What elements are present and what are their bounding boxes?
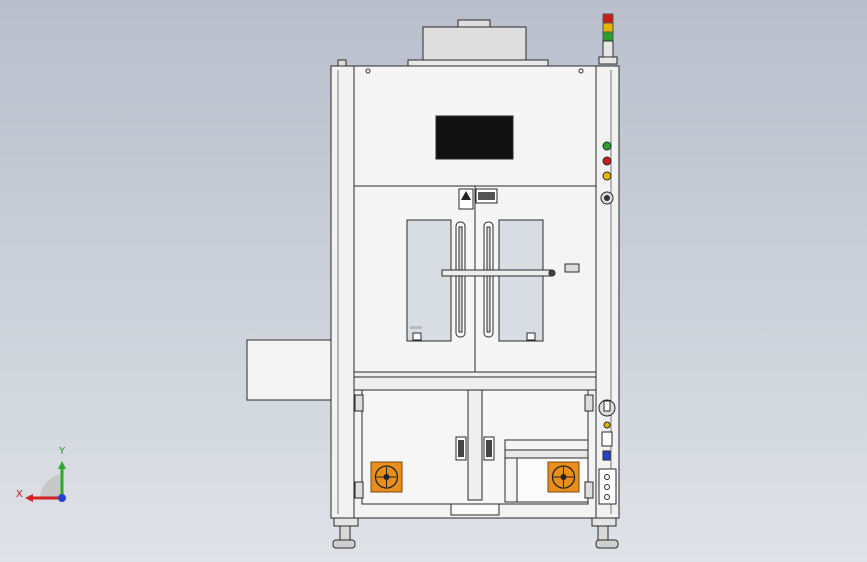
yellow-button-icon[interactable] — [602, 171, 612, 181]
kick-plate — [450, 503, 500, 516]
red-stop-button-icon[interactable] — [602, 156, 612, 166]
right-cooling-fan-icon — [547, 461, 580, 493]
control-panel — [598, 141, 617, 505]
display-screen — [435, 115, 514, 160]
side-extension — [246, 339, 334, 401]
horizontal-rail — [353, 371, 597, 391]
blue-connector-icon — [602, 450, 611, 461]
socket-icon — [601, 431, 613, 447]
green-start-button-icon[interactable] — [602, 141, 612, 151]
signal-tower — [598, 13, 618, 65]
door-handle-bar — [441, 269, 553, 277]
left-cooling-fan-icon — [370, 461, 403, 493]
indicator-lamp-icon — [603, 421, 611, 429]
upper-panel — [353, 65, 597, 187]
door-section — [353, 185, 597, 373]
axis-y-label: Y — [58, 446, 66, 457]
leveling-feet — [332, 517, 619, 549]
top-unit — [407, 19, 549, 67]
left-door-window — [406, 219, 452, 342]
right-door-window — [498, 219, 544, 342]
coordinate-triad: X Y — [16, 446, 66, 502]
axis-x-label: X — [16, 489, 23, 500]
